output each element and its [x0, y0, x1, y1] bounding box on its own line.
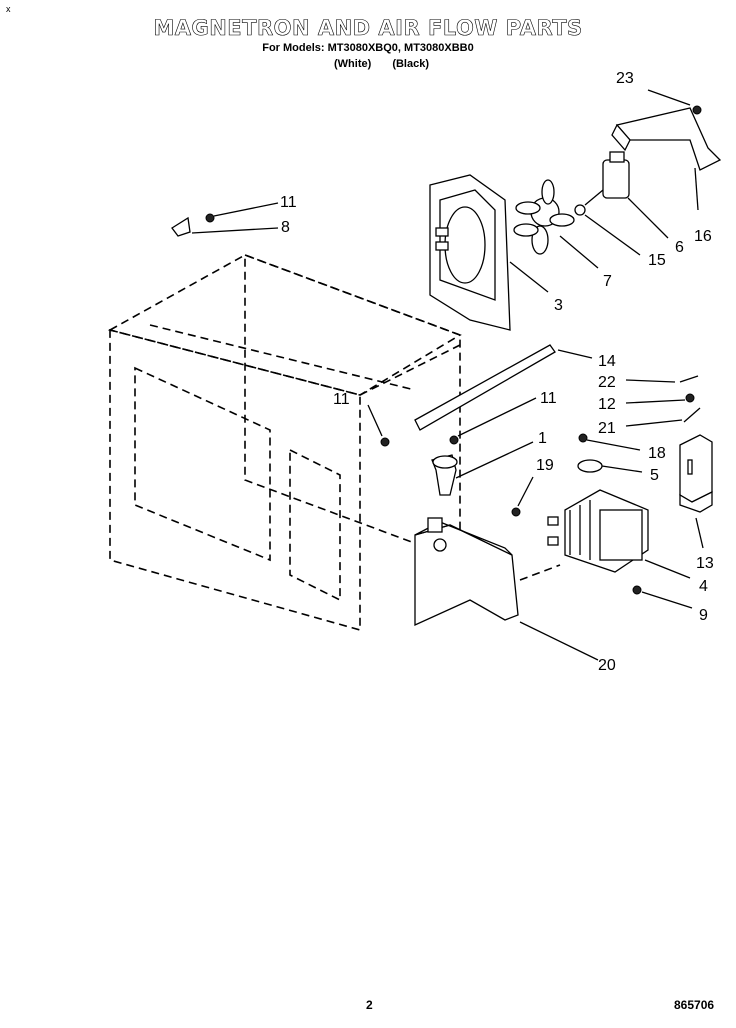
bracket-part-8 [171, 202, 279, 237]
callout-15: 15 [648, 252, 666, 269]
callout-3: 3 [554, 297, 563, 314]
cabinet-outline [107, 253, 462, 632]
motor-bracket-part-16 [611, 107, 722, 211]
thermostat-part-5 [577, 459, 643, 473]
page-title: MAGNETRON AND AIR FLOW PARTS [153, 16, 583, 41]
air-duct-part-3 [429, 174, 549, 331]
fan-blade-part-7 [513, 179, 599, 269]
callout-18: 18 [648, 445, 666, 462]
spacer-part-21 [625, 407, 701, 427]
thermal-cutout-part-1 [431, 441, 534, 496]
callout-13: 13 [696, 555, 714, 572]
screw-part-22 [625, 375, 699, 383]
callout-21: 21 [598, 420, 616, 437]
screw-part-23 [647, 89, 702, 115]
callout-11-left: 11 [333, 391, 350, 408]
callout-labels: 23 16 6 15 7 3 11 8 14 22 12 21 11 11 1 … [280, 70, 714, 674]
color-white-label: (White) [334, 58, 372, 70]
callout-5: 5 [650, 467, 659, 484]
screw-part-19 [511, 476, 534, 517]
callout-19: 19 [536, 457, 554, 474]
fan-motor-part-6 [584, 151, 669, 239]
callout-8: 8 [281, 219, 290, 236]
color-black-label: (Black) [392, 58, 430, 70]
magnetron-mount-part-20 [414, 517, 599, 661]
models-line: For Models: MT3080XBQ0, MT3080XBB0 [262, 42, 474, 54]
callout-1: 1 [538, 430, 547, 447]
screw-part-12 [625, 393, 695, 404]
callout-20: 20 [598, 657, 616, 674]
callout-14: 14 [598, 353, 616, 370]
screw-part-11-center [449, 397, 537, 445]
screw-part-11-left [367, 404, 390, 447]
callout-4: 4 [699, 578, 708, 595]
document-number: 865706 [674, 998, 715, 1012]
air-guide-part-14 [414, 344, 593, 431]
screw-part-9 [632, 585, 693, 609]
callout-22: 22 [598, 374, 616, 391]
magnetron-part-4 [547, 489, 691, 579]
screw-part-18 [578, 433, 641, 451]
callout-6: 6 [675, 239, 684, 256]
callout-9: 9 [699, 607, 708, 624]
callout-7: 7 [603, 273, 612, 290]
callout-11-center: 11 [540, 390, 557, 407]
callout-16: 16 [694, 228, 712, 245]
callout-12: 12 [598, 396, 616, 413]
color-variants: (White) (Black) [334, 58, 447, 70]
callout-11-top: 11 [280, 194, 297, 211]
nut-part-15 [574, 204, 641, 256]
corner-mark: x [6, 4, 11, 14]
bracket-part-13 [679, 434, 713, 549]
page-number: 2 [366, 998, 373, 1012]
callout-23: 23 [616, 70, 634, 87]
